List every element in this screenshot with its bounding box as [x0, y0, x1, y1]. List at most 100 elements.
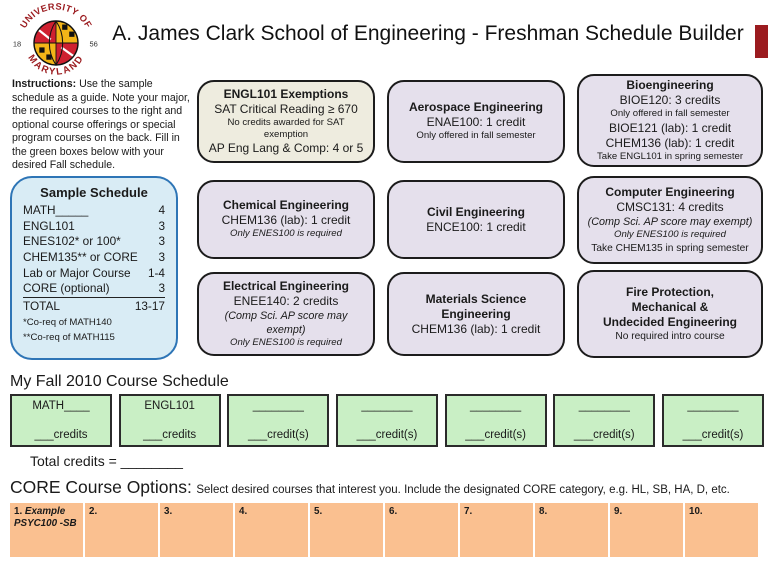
box-civil: Civil Engineering ENCE100: 1 credit: [387, 180, 565, 259]
box-title: Electrical Engineering: [222, 278, 350, 293]
course-name: ________: [687, 400, 739, 412]
umd-seal-logo: UNIVERSITY OF MARYLAND 18 56: [13, 1, 98, 77]
cell-number: 2.: [89, 506, 98, 517]
box-line: ENCE100: 1 credit: [426, 219, 526, 234]
total-credits-label: Total credits = ________: [30, 453, 183, 469]
instructions-text: Instructions: Use the sample schedule as…: [12, 78, 190, 173]
box-line: (Comp Sci. AP score may exempt): [587, 216, 753, 229]
fall-course-box: ________ ___credit(s): [661, 394, 764, 447]
cell-number: 8.: [539, 506, 548, 517]
credit-value: 3: [158, 218, 165, 233]
box-line: Take CHEM135 in spring semester: [591, 242, 749, 254]
box-aerospace: Aerospace Engineering ENAE100: 1 credit …: [387, 80, 565, 163]
box-line: Only ENES100 is required: [614, 229, 726, 241]
core-cell: 2.: [85, 503, 158, 557]
box-line: CHEM136 (lab): 1 credit: [221, 213, 351, 228]
box-electrical: Electrical Engineering ENEE140: 2 credit…: [197, 272, 375, 356]
box-line: Only ENES100 is required: [230, 228, 342, 240]
box-line: AP Eng Lang & Comp: 4 or 5: [208, 141, 364, 156]
cell-example-label: Example: [24, 506, 66, 517]
core-cell: 6.: [385, 503, 458, 557]
sample-row: Lab or Major Course 1-4: [23, 266, 165, 282]
sample-schedule-box: Sample Schedule MATH_____ 4 ENGL101 3 ENES…: [10, 176, 178, 360]
box-title: Computer Engineering: [605, 185, 735, 200]
seal-globe: [33, 20, 79, 66]
course-label: ENES102* or 100*: [23, 234, 121, 249]
box-fire-mech-undecided: Fire Protection, Mechanical & Undecided …: [577, 270, 763, 358]
box-line: ENAE100: 1 credit: [426, 115, 526, 130]
course-credits: ___credits: [143, 429, 197, 441]
box-title: Undecided Engineering: [602, 314, 737, 329]
total-value: 13-17: [134, 299, 165, 314]
course-credits: ___credit(s): [356, 429, 418, 441]
fall-course-box: ________ ___credit(s): [335, 394, 438, 447]
course-credits: ___credits: [34, 429, 88, 441]
core-cell: 4.: [235, 503, 308, 557]
cell-number: 4.: [239, 506, 248, 517]
box-line: CHEM136 (lab): 1 credit: [411, 321, 541, 336]
box-line: CHEM136 (lab): 1 credit: [605, 135, 735, 150]
sample-row: MATH_____ 4: [23, 203, 165, 219]
course-name: ________: [470, 400, 522, 412]
course-name: ________: [578, 400, 630, 412]
course-credits: ___credit(s): [247, 429, 309, 441]
cell-number: 9.: [614, 506, 623, 517]
core-cell: 5.: [310, 503, 383, 557]
course-name: ________: [361, 400, 413, 412]
credit-value: 1-4: [147, 265, 165, 280]
box-line: No required intro course: [615, 330, 725, 342]
credit-value: 4: [158, 203, 165, 217]
course-credits: ___credit(s): [682, 429, 744, 441]
course-label: MATH_____: [23, 203, 89, 217]
core-cell: 3.: [160, 503, 233, 557]
page-title: A. James Clark School of Engineering - F…: [112, 22, 744, 45]
box-title: Chemical Engineering: [222, 198, 350, 213]
credit-value: 3: [158, 234, 165, 249]
cell-number: 1.: [14, 506, 23, 517]
fall-course-box: ENGL101 ___credits: [118, 394, 221, 447]
box-line: (Comp Sci. AP score may exempt): [224, 309, 348, 336]
box-bioengineering: Bioengineering BIOE120: 3 credits Only o…: [577, 74, 763, 167]
core-cell: 10.: [685, 503, 758, 557]
box-chemical: Chemical Engineering CHEM136 (lab): 1 cr…: [197, 180, 375, 259]
core-cell: 7.: [460, 503, 533, 557]
box-title: ENGL101 Exemptions: [223, 86, 349, 101]
fall-schedule-row: MATH____ ___credits ENGL101 ___credits _…: [10, 394, 764, 447]
instructions-label: Instructions:: [12, 78, 77, 90]
box-line: CMSC131: 4 credits: [616, 200, 724, 215]
box-title: Materials Science Engineering: [425, 291, 527, 321]
cell-example-course: PSYC100 -SB: [14, 518, 77, 530]
cell-number: 7.: [464, 506, 473, 517]
instructions-body: Use the sample schedule as a guide. Note…: [12, 78, 190, 172]
sample-schedule-title: Sample Schedule: [40, 185, 148, 200]
course-name: MATH____: [32, 400, 90, 412]
box-engl101-exemptions: ENGL101 Exemptions SAT Critical Reading …: [197, 80, 375, 163]
course-name: ________: [252, 400, 304, 412]
core-cell: 8.: [535, 503, 608, 557]
course-label: ENGL101: [23, 218, 75, 233]
sample-row: ENGL101 3: [23, 219, 165, 235]
credit-value: 3: [158, 250, 165, 265]
cell-number: 5.: [314, 506, 323, 517]
sample-row: CORE (optional) 3: [23, 281, 165, 297]
seal-year-left: 18: [13, 40, 21, 49]
box-title: Civil Engineering: [426, 204, 525, 219]
credit-value: 3: [158, 281, 165, 296]
box-title: Bioengineering: [626, 78, 714, 93]
fall-schedule-heading: My Fall 2010 Course Schedule: [10, 373, 229, 390]
fall-course-box: MATH____ ___credits: [10, 394, 112, 447]
fall-course-box: ________ ___credit(s): [444, 394, 547, 447]
box-computer: Computer Engineering CMSC131: 4 credits …: [577, 176, 763, 264]
box-line: Take ENGL101 in spring semester: [596, 150, 744, 162]
box-line: Only offered in fall semester: [416, 130, 536, 142]
course-name: ENGL101: [144, 400, 195, 412]
course-label: Lab or Major Course: [23, 265, 131, 280]
fall-course-box: ________ ___credit(s): [227, 394, 330, 447]
course-label: CORE (optional): [23, 281, 110, 296]
box-line: No credits awarded for SAT exemption: [227, 116, 345, 140]
core-options-table: 1. Example PSYC100 -SB 2. 3. 4. 5. 6. 7.…: [10, 503, 758, 557]
box-title: Mechanical &: [631, 299, 709, 314]
sample-footnote-2: **Co-req of MATH115: [23, 331, 115, 343]
